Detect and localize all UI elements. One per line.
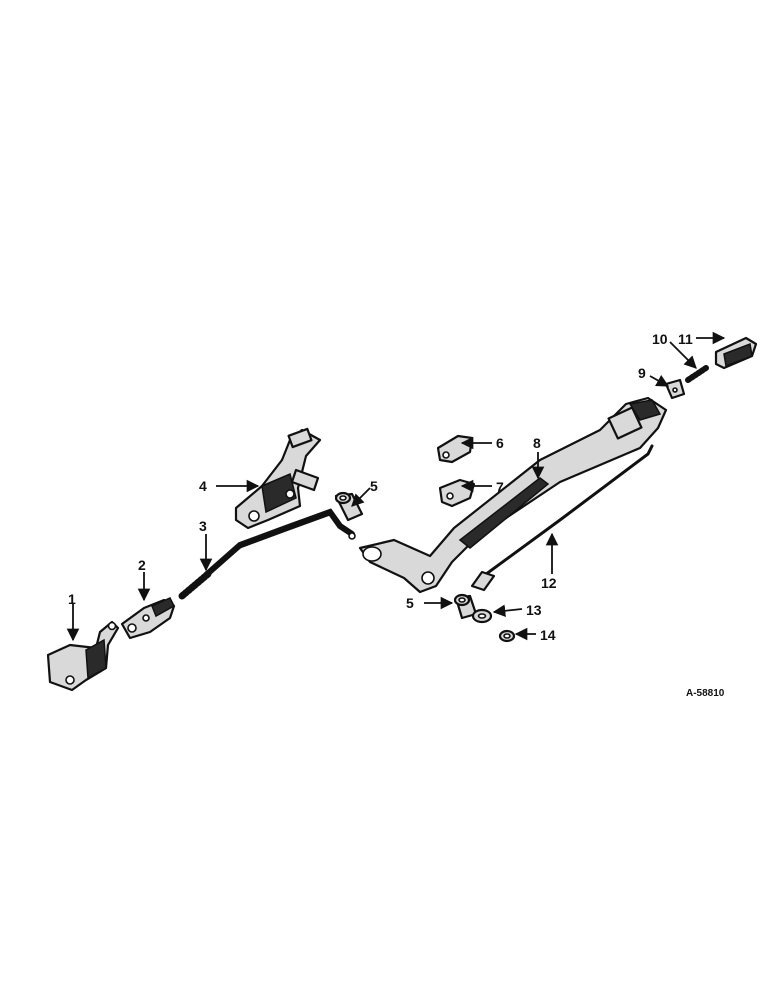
callout-2: 2 — [138, 557, 146, 573]
leader-13 — [492, 604, 523, 618]
leader-10 — [669, 341, 697, 369]
callout-labels: 1 2 3 4 5 5 6 7 8 9 10 11 12 13 14 — [68, 331, 693, 643]
callout-7: 7 — [496, 479, 504, 495]
part-7-plate — [438, 478, 476, 508]
part-5-bushing-lower — [453, 593, 478, 620]
part-6-plate — [436, 434, 474, 464]
part-11-block — [714, 336, 758, 370]
callout-6: 6 — [496, 435, 504, 451]
leader-9 — [649, 374, 670, 387]
callout-3: 3 — [199, 518, 207, 534]
drawing-code: A-58810 — [686, 688, 725, 699]
callout-5-upper: 5 — [370, 478, 378, 494]
callout-8: 8 — [533, 435, 541, 451]
part-10-spring — [685, 365, 709, 383]
callout-1: 1 — [68, 591, 76, 607]
part-12-link-rod — [470, 444, 654, 592]
part-8-lever-arm — [358, 396, 668, 594]
callout-13: 13 — [526, 602, 542, 618]
part-3-rod — [178, 508, 356, 600]
part-1-lever-bracket — [46, 620, 120, 692]
callout-12: 12 — [541, 575, 557, 591]
part-5-bushing-upper — [334, 491, 364, 522]
callout-10: 10 — [652, 331, 668, 347]
callout-11: 11 — [678, 331, 693, 347]
part-4-bracket — [234, 427, 322, 530]
part-2-clevis — [120, 597, 176, 640]
part-9-clip — [664, 378, 686, 400]
callout-5-lower: 5 — [406, 595, 414, 611]
part-14-retaining-ring — [498, 629, 516, 643]
callout-14: 14 — [540, 627, 556, 643]
part-13-washer — [471, 608, 493, 624]
callout-4: 4 — [199, 478, 207, 494]
threaded-end — [178, 570, 212, 600]
leader-lines — [66, 331, 726, 642]
leader-5-upper — [351, 487, 371, 507]
callout-9: 9 — [638, 365, 646, 381]
